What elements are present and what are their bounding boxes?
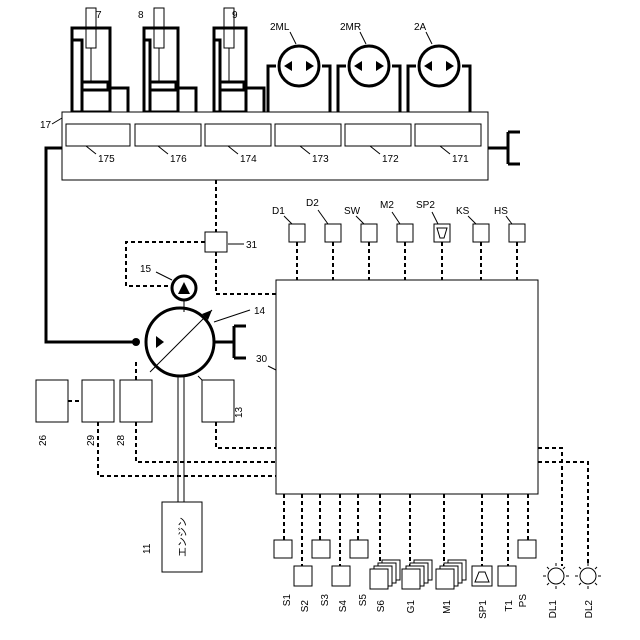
label-s1: S1	[282, 594, 293, 607]
cylinder-7-lines	[72, 40, 128, 112]
label-box-13: 13	[234, 406, 245, 418]
motor-2mr-lines	[338, 66, 400, 112]
box-13	[202, 380, 234, 422]
cylinder-9-lines	[214, 40, 264, 112]
speaker-sp2-icon	[434, 224, 450, 242]
top-sensor-wires	[297, 242, 517, 280]
leader-13-pump	[198, 376, 202, 380]
label-section-175: 175	[98, 154, 115, 165]
box-29	[82, 380, 114, 422]
cylinder-7	[72, 8, 110, 112]
stacked-g1	[402, 560, 432, 589]
supply-junction	[132, 338, 140, 346]
leader-15	[156, 272, 172, 280]
box-26	[36, 380, 68, 422]
label-s6: S6	[376, 600, 387, 613]
label-section-174: 174	[240, 154, 257, 165]
bottom-upper-boxes	[274, 540, 536, 558]
stacked-m1	[436, 560, 466, 589]
label-sensor-m2: M2	[380, 200, 394, 211]
box-28	[120, 380, 152, 422]
motor-2ml-lines	[268, 66, 330, 112]
label-main-pump: 14	[254, 306, 266, 317]
lamp-dl2-icon	[575, 563, 601, 589]
label-box-26: 26	[38, 434, 49, 446]
label-sensor-d1: D1	[272, 206, 285, 217]
leader-30	[268, 366, 276, 370]
label-s3: S3	[320, 594, 331, 607]
label-section-172: 172	[382, 154, 399, 165]
label-controller: 30	[256, 354, 268, 365]
leader-2mr	[360, 32, 366, 44]
valve-block-tank	[488, 132, 520, 164]
label-section-176: 176	[170, 154, 187, 165]
cylinder-8-lines	[144, 40, 196, 112]
leader-2ml	[290, 32, 296, 44]
box-13-signal	[216, 422, 276, 448]
label-engine-11: 11	[142, 543, 153, 554]
label-cylinder-9: 9	[232, 10, 238, 21]
engine-label: エンジン	[178, 517, 189, 557]
motor-2ml	[279, 46, 319, 86]
top-sensor-leaders	[284, 210, 512, 224]
leader-2a	[426, 32, 432, 44]
label-s5: S5	[358, 594, 369, 607]
top-sensor-boxes	[289, 224, 525, 242]
label-dl2: DL2	[584, 600, 595, 619]
label-t1: T1	[504, 600, 515, 612]
box-28-signal	[136, 422, 276, 462]
label-s4: S4	[338, 600, 349, 613]
label-cylinder-7: 7	[96, 10, 102, 21]
leader-17	[52, 118, 62, 124]
lamp-dl1-icon	[543, 563, 569, 589]
label-sensor-sw: SW	[344, 206, 361, 217]
motor-2a-lines	[408, 66, 470, 112]
label-pilot-pump: 15	[140, 264, 152, 275]
label-valve-31: 31	[246, 240, 258, 251]
label-sp1: SP1	[478, 600, 489, 619]
label-sensor-d2: D2	[306, 198, 319, 209]
label-cylinder-8: 8	[138, 10, 144, 21]
label-box-29: 29	[86, 434, 97, 446]
stacked-s6	[370, 560, 400, 589]
label-section-171: 171	[452, 154, 469, 165]
speaker-sp1-icon	[472, 566, 492, 586]
controller-box	[276, 280, 538, 494]
label-valve-block: 17	[40, 120, 52, 131]
label-s2: S2	[300, 600, 311, 613]
label-section-173: 173	[312, 154, 329, 165]
valve-31	[205, 232, 227, 252]
label-m1: M1	[442, 600, 453, 614]
label-g1: G1	[406, 600, 417, 614]
label-box-28: 28	[116, 434, 127, 446]
label-sensor-hs: HS	[494, 206, 508, 217]
leader-14	[214, 310, 250, 322]
pilot-to-controller	[216, 252, 276, 294]
label-dl1: DL1	[548, 600, 559, 619]
label-motor-2mr: 2MR	[340, 22, 361, 33]
pilot-pump-15	[172, 276, 196, 300]
label-sensor-sp2: SP2	[416, 200, 435, 211]
motor-2a	[419, 46, 459, 86]
pump-tank	[214, 326, 246, 358]
label-motor-2a: 2A	[414, 22, 427, 33]
label-motor-2ml: 2ML	[270, 22, 290, 33]
motor-2mr	[349, 46, 389, 86]
main-pump-14	[146, 308, 214, 376]
label-ps: PS	[518, 594, 529, 608]
label-sensor-ks: KS	[456, 206, 470, 217]
